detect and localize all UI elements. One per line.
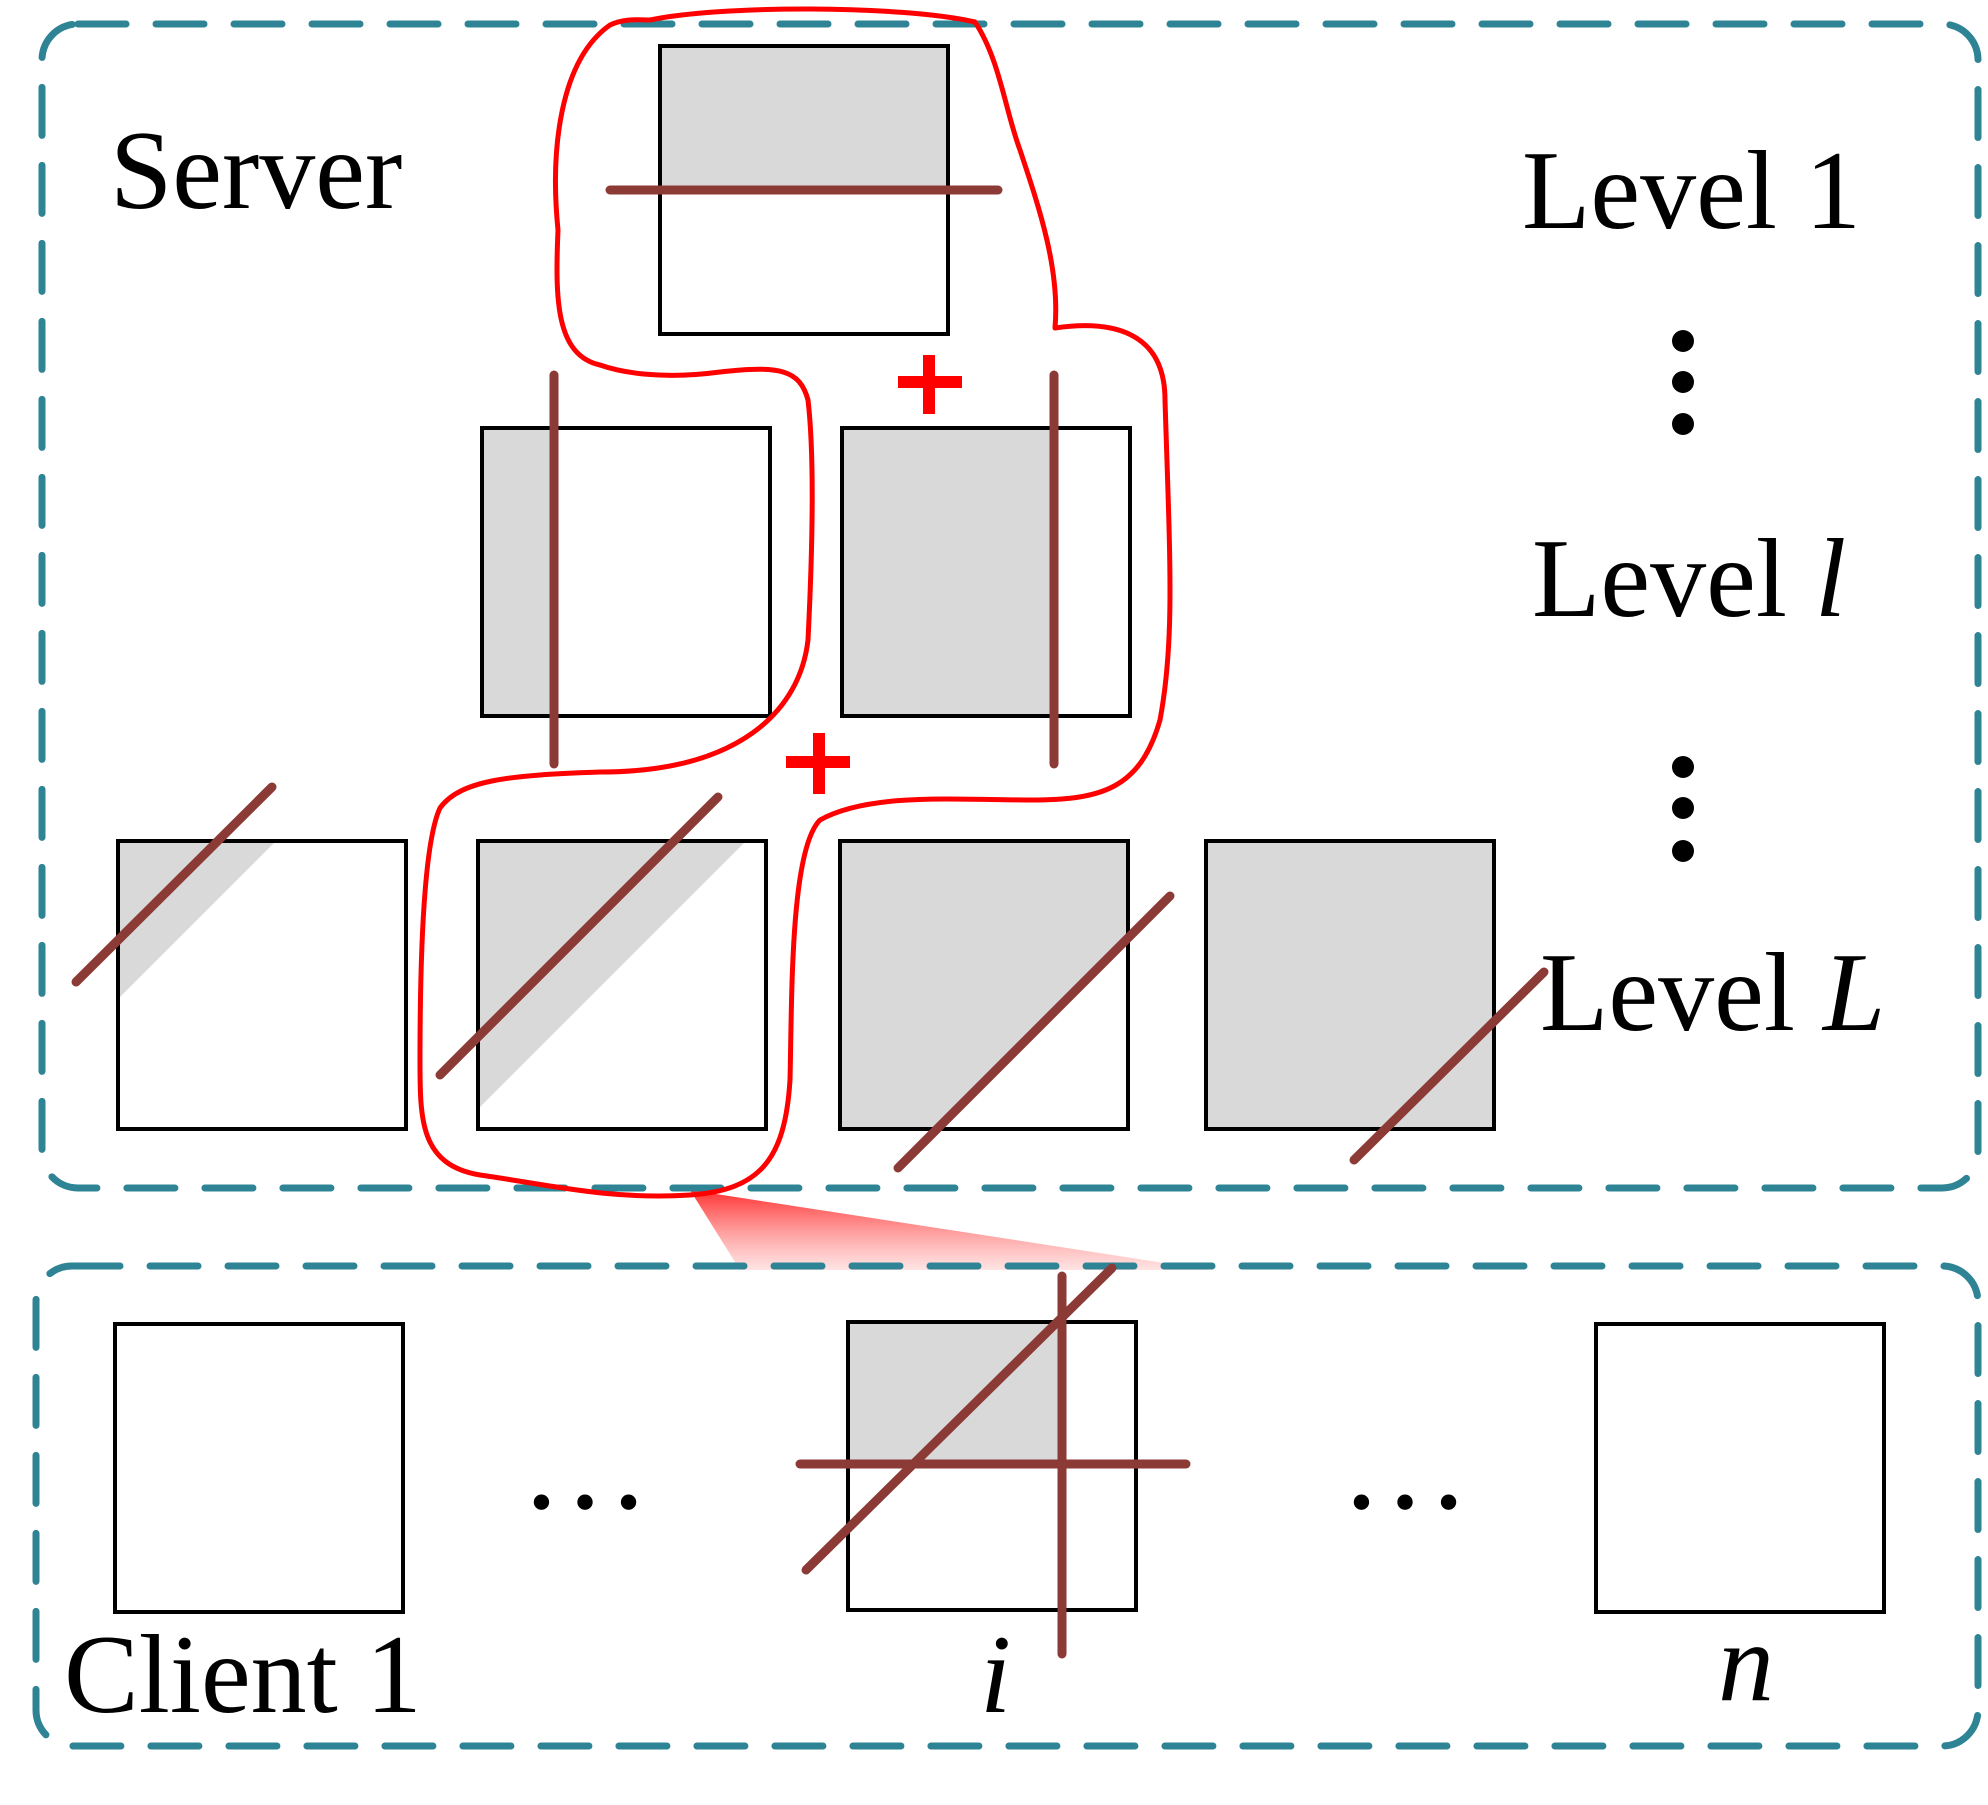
level-L-square-2 [476,839,768,1131]
vertical-ellipsis-lower [1672,756,1694,862]
level-l-square-right [840,426,1132,718]
client-ellipsis-left: … [520,1393,650,1537]
level-L-variable: L [1821,931,1885,1055]
server-label: Server [110,109,402,233]
level-1-label: Level 1 [1522,129,1861,253]
cut-line-level-L-4 [1349,967,1549,1165]
vertical-ellipsis-upper [1672,330,1694,435]
cut-line-level-L-1 [71,782,277,987]
client-n-label: n [1718,1601,1774,1725]
plus-sign-lower [786,733,850,794]
level-l-label: Level l [1532,517,1846,641]
level-L-square-1 [116,839,408,1131]
level-l-square-left [480,426,772,718]
cut-lines [71,185,1549,1659]
selection-outline [417,6,1173,1199]
server-container [38,20,1982,1192]
level-l-prefix: Level [1532,517,1815,641]
client-ellipsis-right: … [1340,1393,1470,1537]
level-L-square-4 [1204,839,1496,1131]
client-1-label: Client 1 [64,1613,422,1737]
cut-line-level-L-2 [435,792,723,1080]
cut-line-level-L-3 [893,891,1175,1173]
client-container [32,1262,1982,1750]
level-L-square-3 [838,839,1130,1131]
level-L-prefix: Level [1540,931,1823,1055]
cut-line-client-diagonal [801,1263,1117,1575]
client-i-label: i [980,1613,1011,1737]
level-L-label: Level L [1540,931,1885,1055]
client-1-square [113,1322,405,1614]
plus-sign-upper [898,355,962,414]
projection-funnel [690,1190,1210,1270]
client-n-square [1594,1322,1886,1614]
level-l-variable: l [1815,517,1846,641]
client-i-square [846,1320,1138,1612]
